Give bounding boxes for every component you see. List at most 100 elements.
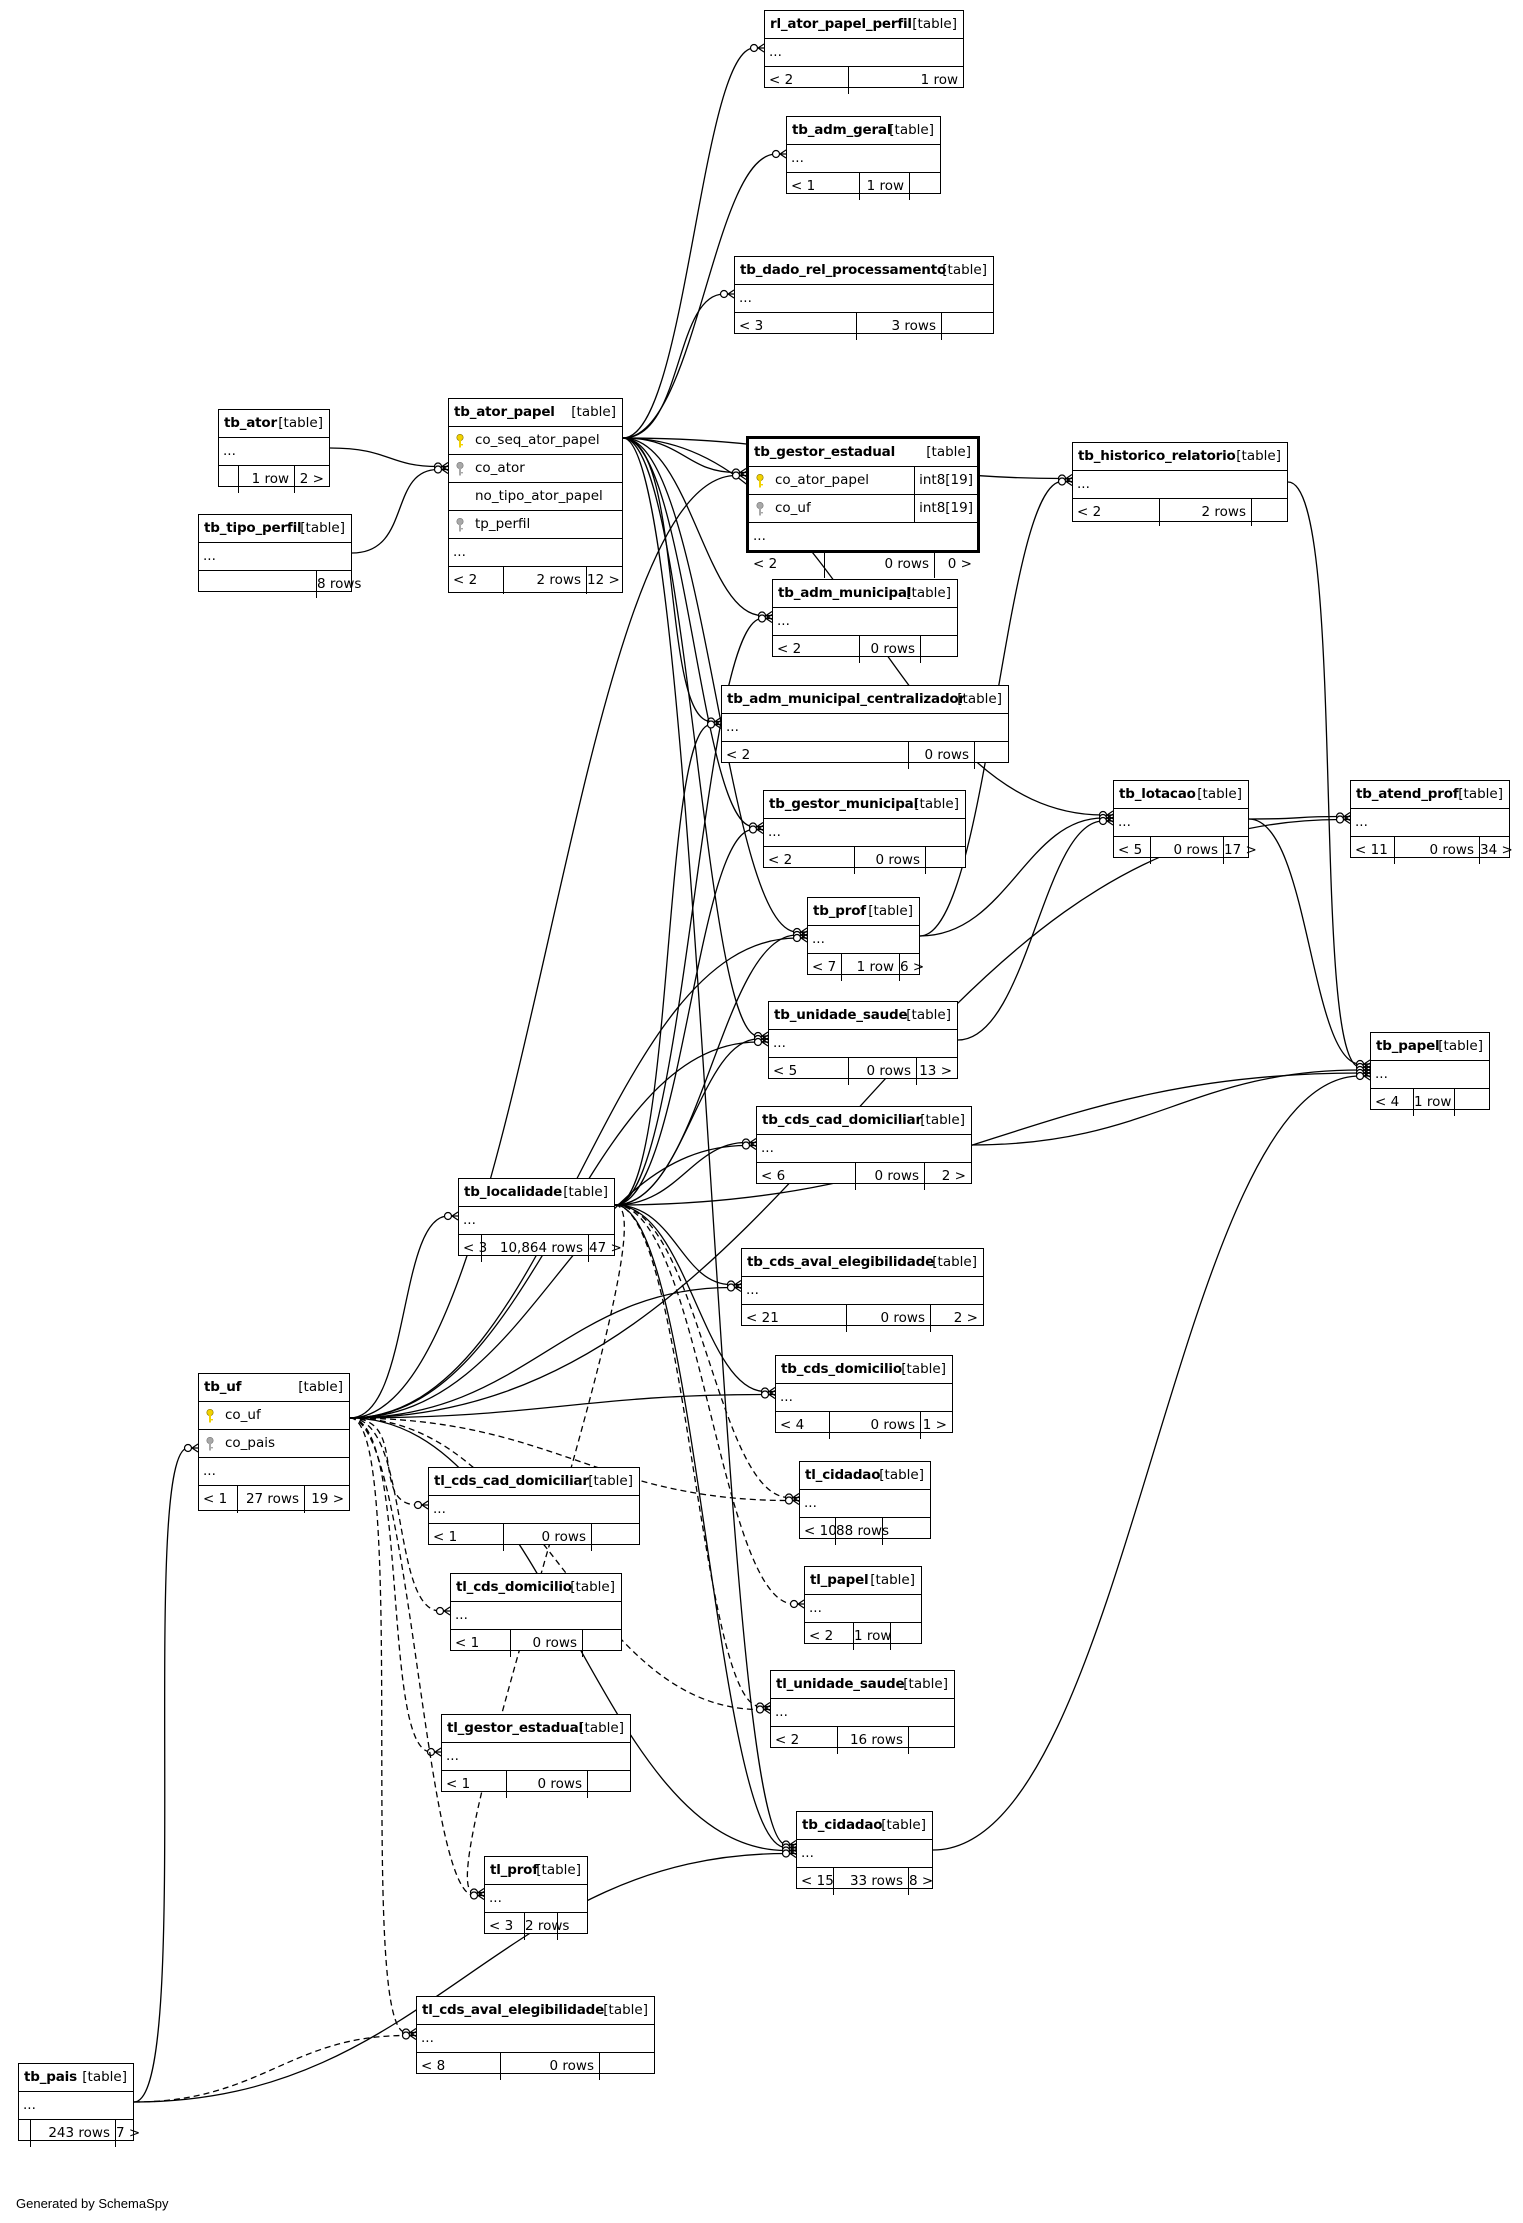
ellipsis-row: ... [735,284,993,312]
crows-foot-marker [469,1891,485,1900]
table-name: tl_unidade_saude [776,1676,905,1692]
relationship-line [329,447,439,468]
table-tag: [table] [1438,1038,1483,1054]
row-count: 0 rows [854,847,925,874]
table-tag: [table] [1197,786,1242,802]
ellipsis-row: ... [459,1206,614,1234]
foreign-key-icon [756,502,764,516]
ellipsis-row: ... [800,1489,930,1517]
relationship-line [349,1144,747,1419]
column-name: co_seq_ator_papel [475,432,600,448]
row-count: 0 rows [500,2053,599,2080]
relationship-line [349,1215,449,1419]
row-count: 1 row [848,67,963,94]
table-tag: [table] [82,2069,127,2085]
table-tag: [table] [588,1473,633,1489]
column-name: tp_perfil [475,516,531,532]
relationship-line [349,1417,407,2034]
ellipsis-row: ... [1371,1060,1489,1088]
table-name: tl_gestor_estadual [447,1720,583,1736]
row-count: 2 rows [524,1913,569,1940]
parents-count: < 2 [453,572,478,588]
relationship-line [622,437,763,617]
relationship-line [349,1417,432,1753]
parents-count [199,571,316,598]
primary-key-icon [456,434,464,448]
relationship-line [1248,815,1341,820]
row-count: 0 rows [829,1412,920,1439]
table-header: tb_uf[table] [199,1374,349,1401]
row-count: 0 rows [1150,837,1223,864]
table-header: tb_papel[table] [1371,1033,1489,1060]
crows-foot-marker [748,825,764,834]
table-tb-adm-municipal-centralizador[interactable]: tb_adm_municipal_centralizador[table]...… [721,685,1009,769]
table-name: tl_cds_domicilio [456,1579,572,1595]
table-name: tb_pais [24,2069,77,2085]
row-count: 0 rows [908,742,974,769]
table-name: tb_uf [204,1379,242,1395]
ellipsis-row: ... [787,144,940,172]
row-count: 1 row [841,954,899,981]
primary-key-icon [206,1409,214,1423]
crows-foot-marker [781,1849,797,1858]
relationship-line [614,1072,1361,1206]
children-count: 34 > [1479,837,1513,864]
children-count: 1 > [920,1412,952,1439]
table-name: tb_cds_cad_domiciliar [762,1112,922,1128]
table-tb-tipo-perfil[interactable]: tb_tipo_perfil[table]...8 rows [198,514,361,598]
table-header: tb_cidadao[table] [797,1812,932,1839]
row-count: 0 rows [859,636,920,663]
relationship-line [349,1417,790,1502]
row-count: 0 rows [848,1058,916,1085]
column-name: co_ator [475,460,525,476]
table-name: tb_atend_prof [1356,786,1459,802]
ellipsis-row: ... [771,1698,954,1726]
table-tag: [table] [570,1579,615,1595]
table-header: tl_gestor_estadual[table] [442,1715,630,1742]
parents-count: < 5 [773,1063,798,1079]
table-tag: [table] [603,2002,648,2018]
column-name: co_uf [775,500,811,516]
ellipsis-row: ... [808,925,919,953]
table-tag: [table] [1458,786,1503,802]
relationship-line [622,437,787,1846]
children-count [582,1630,621,1657]
